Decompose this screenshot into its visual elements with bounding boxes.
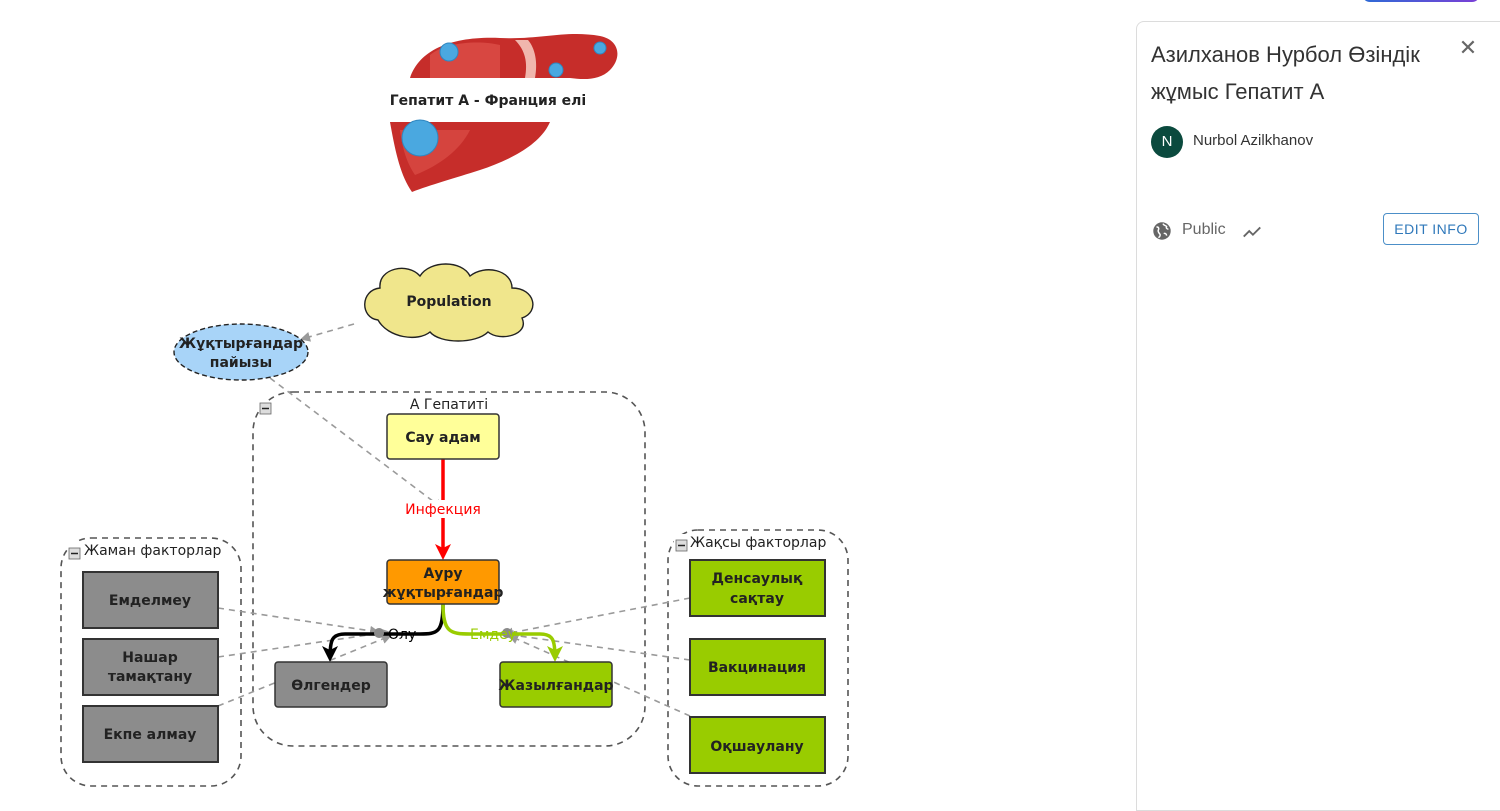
infected-node[interactable] bbox=[386, 559, 500, 605]
infected-label-2: жұқтырғандар bbox=[383, 585, 504, 601]
health-care-node[interactable] bbox=[689, 559, 826, 617]
globe-icon bbox=[1153, 222, 1171, 240]
isolation-label: Оқшаулану bbox=[710, 739, 803, 755]
group-bad-factors[interactable] bbox=[60, 537, 242, 787]
poor-nutrition-label-2: тамақтану bbox=[108, 669, 192, 685]
vaccination-label: Вакцинация bbox=[708, 660, 806, 676]
poor-nutrition-node[interactable] bbox=[82, 638, 219, 696]
group-hepatitis[interactable] bbox=[252, 391, 646, 747]
poor-nutrition-label-1: Нашар bbox=[122, 650, 178, 666]
edit-info-button[interactable]: EDIT INFO bbox=[1383, 213, 1479, 245]
flow-infection-label: Инфекция bbox=[405, 502, 481, 518]
healthy-label: Сау адам bbox=[405, 430, 480, 446]
flow-death-label: Өлу bbox=[388, 627, 416, 643]
recovered-label: Жазылғандар bbox=[498, 678, 613, 694]
treatment-valve bbox=[502, 628, 512, 638]
panel-title: Азилханов Нурбол Өзіндік жұмыс Гепатит А bbox=[1151, 42, 1420, 104]
avatar[interactable]: N bbox=[1151, 126, 1183, 158]
dead-label: Өлгендер bbox=[291, 678, 370, 694]
group-good-factors-label: Жақсы факторлар bbox=[690, 535, 826, 551]
link-vaccination bbox=[503, 630, 691, 661]
dead-node[interactable] bbox=[274, 661, 388, 708]
diagram-svg: Гепатит А - Франция елі А Гепатиті Жаман… bbox=[60, 34, 849, 787]
close-icon[interactable]: ✕ bbox=[1458, 36, 1478, 61]
visibility-label: Public bbox=[1182, 221, 1226, 238]
link-poor-nutrition bbox=[217, 628, 390, 658]
infected-share-label-2: пайызы bbox=[210, 355, 272, 371]
top-button-edge[interactable] bbox=[1362, 0, 1480, 2]
health-care-label-2: сақтау bbox=[730, 591, 784, 607]
author-name[interactable]: Nurbol Azilkhanov bbox=[1193, 132, 1314, 149]
population-label: Population bbox=[406, 294, 491, 310]
diagram-canvas[interactable]: Гепатит А - Франция елі А Гепатиті Жаман… bbox=[0, 0, 1130, 793]
healthy-node[interactable] bbox=[386, 413, 500, 460]
infected-share-label-1: Жұқтырғандар bbox=[179, 336, 303, 352]
group-hepatitis-label: А Гепатиті bbox=[410, 397, 488, 413]
group-bad-factors-label: Жаман факторлар bbox=[84, 543, 222, 559]
infected-label-1: Ауру bbox=[423, 566, 462, 582]
link-share-infection bbox=[269, 377, 444, 510]
health-care-label-1: Денсаулық bbox=[712, 571, 803, 587]
trend-icon[interactable] bbox=[1241, 221, 1263, 243]
vaccination-node[interactable] bbox=[689, 638, 826, 696]
no-vaccine-label: Екпе алмау bbox=[104, 727, 197, 743]
population-cloud[interactable] bbox=[364, 263, 534, 342]
link-health-care bbox=[503, 597, 691, 638]
no-treatment-label: Емделмеу bbox=[109, 593, 191, 609]
link-no-treatment bbox=[217, 607, 380, 636]
info-panel: Азилханов Нурбол Өзіндік жұмыс Гепатит А… bbox=[1136, 21, 1500, 811]
no-treatment-node[interactable] bbox=[82, 571, 219, 629]
recovered-node[interactable] bbox=[499, 661, 613, 708]
flow-treatment-label: Емдеу bbox=[470, 627, 516, 643]
isolation-node[interactable] bbox=[689, 716, 826, 774]
death-valve bbox=[374, 628, 384, 638]
group-good-factors[interactable] bbox=[667, 529, 849, 787]
link-population-share bbox=[300, 323, 355, 342]
infected-share-node[interactable] bbox=[173, 323, 309, 381]
flow-death[interactable] bbox=[322, 603, 445, 662]
diagram-title: Гепатит А - Франция елі bbox=[390, 93, 586, 109]
no-vaccine-node[interactable] bbox=[82, 705, 219, 763]
liver-illustration bbox=[390, 34, 618, 192]
